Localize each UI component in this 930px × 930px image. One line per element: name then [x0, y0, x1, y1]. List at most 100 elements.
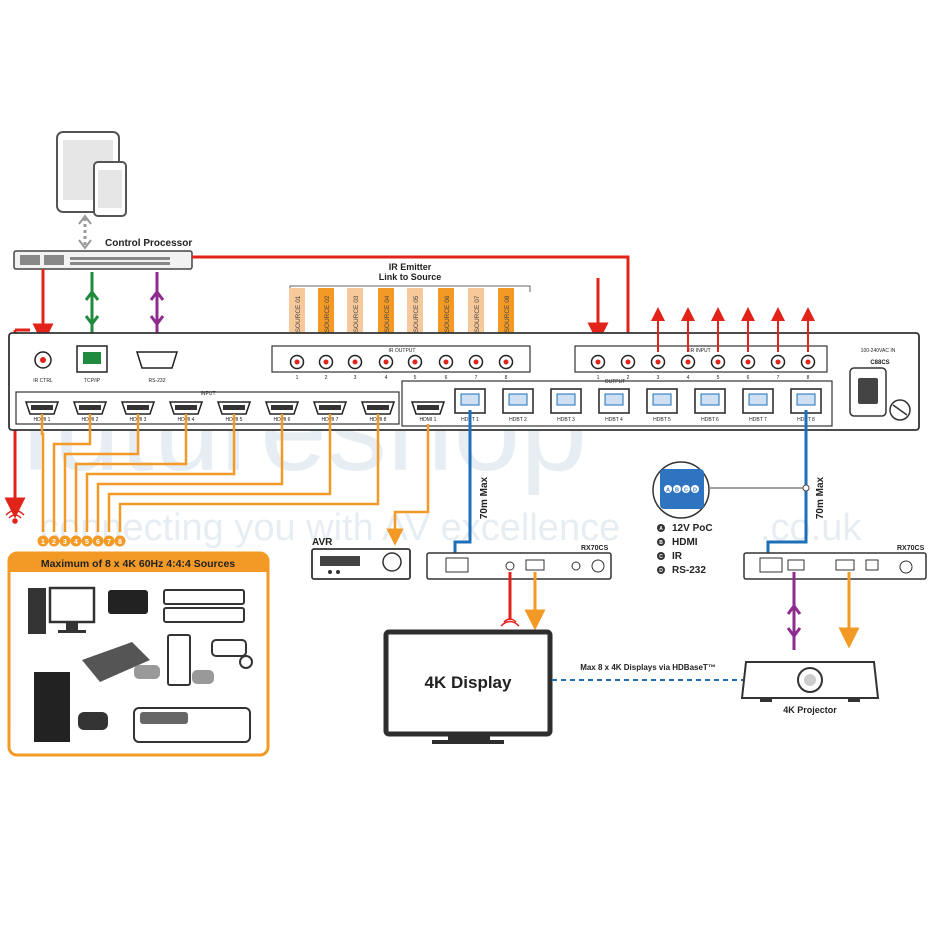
power-label: 100-240VAC IN: [861, 348, 896, 354]
hdmi-source-cable: [118, 414, 380, 532]
source-number: 2: [52, 539, 56, 546]
ir-emitter-icon: [5, 509, 25, 524]
source-number: 5: [85, 539, 89, 546]
4k-display: 4K Display: [383, 629, 553, 744]
hdbt-output-label: HDBT 3: [557, 417, 575, 423]
source-number-badge: [114, 535, 126, 547]
avr: AVR: [311, 537, 411, 580]
ir-source-tag: [438, 288, 454, 340]
ir-source-tag: [289, 288, 305, 340]
ir-source-tag: [318, 288, 334, 340]
ir-output-number: 3: [354, 375, 357, 381]
hdmi-source-cable: [74, 414, 188, 532]
source-number: 7: [107, 539, 111, 546]
source-number: 3: [63, 539, 67, 546]
ir-emitter-title: IR Emitter Link to Source: [289, 262, 531, 292]
svg-text:RS-232: RS-232: [149, 378, 166, 384]
hdbt-output-label: HDBT 6: [701, 417, 719, 423]
legend-badge-letter: B: [675, 488, 679, 494]
xbox-icon: [167, 634, 214, 686]
ir-source-tag: [498, 288, 514, 340]
source-number: 6: [96, 539, 100, 546]
hdmi-source-cable: [40, 414, 45, 532]
ir-source-label: SOURCE 05: [413, 295, 420, 332]
source-number-badge: [37, 535, 49, 547]
ir-input-number: 4: [687, 375, 690, 381]
legend-badge-icon: [664, 485, 672, 493]
hdmi-output-label: HDMI 1: [420, 417, 437, 423]
cable-length-left: 70m Max: [479, 476, 490, 519]
hdbt-output-label: HDBT 5: [653, 417, 671, 423]
4k-projector: 4K Projector: [740, 661, 880, 715]
svg-text:D: D: [659, 568, 663, 574]
ir-source-tag: [378, 288, 394, 340]
ir-input-number: 3: [657, 375, 660, 381]
hdbt-output-label: HDBT 2: [509, 417, 527, 423]
display-label: 4K Display: [425, 673, 512, 692]
ir-source-label: SOURCE 07: [474, 295, 481, 332]
hdbt-output-label: HDBT 7: [749, 417, 767, 423]
hdmi-out-to-avr: [386, 424, 430, 546]
svg-text:A: A: [659, 526, 663, 532]
ir-input-number: 7: [777, 375, 780, 381]
svg-text:IR Emitter: IR Emitter: [389, 262, 432, 272]
control-processor: Control Processor: [13, 238, 193, 270]
hdbt-output-label: HDBT 4: [605, 417, 623, 423]
ir-input-number: 1: [597, 375, 600, 381]
ir-output-number: 2: [325, 375, 328, 381]
legend-item-label: RS-232: [672, 565, 706, 576]
avr-label: AVR: [312, 537, 333, 548]
source-number-badge: [59, 535, 71, 547]
receiver-right-model: RX70CS: [897, 545, 925, 552]
link-note: Max 8 x 4K Displays via HDBaseT™: [580, 663, 716, 672]
legend-item-badge: [657, 566, 665, 574]
phone-icon: [93, 161, 127, 217]
hdmi-source-cable: [85, 414, 236, 532]
receiver-right-outputs: [786, 572, 860, 650]
ir-source-label: SOURCE 06: [444, 295, 451, 332]
ir-input-number: 5: [717, 375, 720, 381]
ir-source-tag: [347, 288, 363, 340]
hdbt-output-port: [742, 388, 774, 414]
wireless-link-icon: [78, 214, 92, 250]
svg-text:Link to Source: Link to Source: [379, 272, 442, 282]
ir-source-tag: [468, 288, 484, 340]
satellite-receiver-icon: [133, 707, 251, 743]
source-number-badge: [70, 535, 82, 547]
legend-item-badge: [657, 552, 665, 560]
ps4-icon: [34, 672, 108, 742]
control-processor-label: Control Processor: [105, 238, 192, 249]
rs232-port: [135, 351, 179, 369]
matrix-switcher-c88cs: IR OUTPUT IR INPUT INPUT OUTPUT 100-240V…: [8, 307, 920, 431]
legend-badge-icon: [691, 485, 699, 493]
ir-output-number: 7: [475, 375, 478, 381]
legend-item-label: HDMI: [672, 537, 698, 548]
ir-input-number: 6: [747, 375, 750, 381]
model-label: C88CS: [870, 360, 889, 366]
receiver-left-model: RX70CS: [581, 545, 609, 552]
cctv-camera-icon: [211, 639, 253, 669]
source-number-badge: [92, 535, 104, 547]
apple-tv-icon: [108, 590, 148, 614]
hdmi-source-cable: [107, 414, 332, 532]
svg-text:B: B: [659, 540, 663, 546]
game-console-icon: [82, 642, 160, 682]
legend-badge-icon: [682, 485, 690, 493]
ir-output-number: 8: [505, 375, 508, 381]
legend-item-label: 12V PoC: [672, 523, 713, 534]
ir-source-tag: [407, 288, 423, 340]
ir-source-label: SOURCE 08: [504, 295, 511, 332]
pc-icon: [28, 586, 96, 634]
ir-input-number: 2: [627, 375, 630, 381]
ir-output-number: 6: [445, 375, 448, 381]
receiver-left-outputs: [500, 572, 546, 631]
legend-badge-letter: C: [684, 488, 688, 494]
source-number-badge: [48, 535, 60, 547]
sources-box: Maximum of 8 x 4K 60Hz 4:4:4 Sources: [7, 551, 270, 757]
hdmi-source-cable: [52, 414, 92, 532]
legend-badge-letter: D: [693, 488, 697, 494]
output-label: OUTPUT: [605, 379, 626, 385]
